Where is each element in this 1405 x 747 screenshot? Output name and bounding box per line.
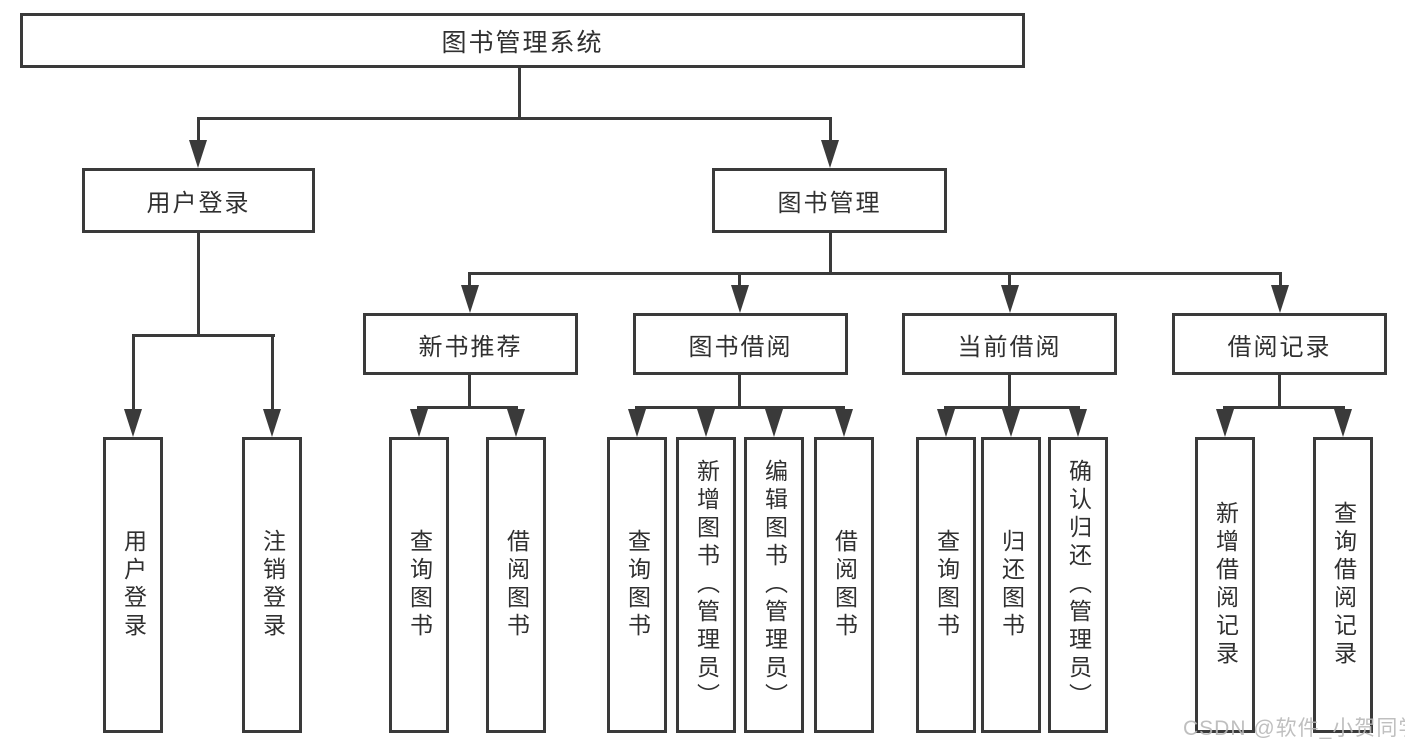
node-borrowing-records: 借阅记录 [1172, 313, 1387, 375]
connector-to-ul-login [132, 334, 135, 412]
arrowhead-icon [1271, 285, 1289, 313]
node-library-management-system: 图书管理系统 [20, 13, 1025, 68]
connector-borrow-records-stem [1278, 375, 1281, 408]
connector-to-new-book-rec [468, 272, 471, 287]
arrowhead-icon [507, 409, 525, 437]
connector-root-stem [518, 68, 521, 120]
connector-user-login-split [132, 334, 275, 337]
connector-to-current-borrow [1008, 272, 1011, 287]
node-query-books-rec: 查询图书 [389, 437, 449, 733]
connector-new-book-rec-stem [468, 375, 471, 408]
arrowhead-icon [1002, 409, 1020, 437]
connector-to-borrow-records [1279, 272, 1282, 287]
arrowhead-icon [189, 140, 207, 168]
node-borrow-books: 借阅图书 [814, 437, 874, 733]
arrowhead-icon [937, 409, 955, 437]
node-user-login-leaf: 用户登录 [103, 437, 163, 733]
node-borrow-books-rec: 借阅图书 [486, 437, 546, 733]
node-query-books-current: 查询图书 [916, 437, 976, 733]
node-book-management: 图书管理 [712, 168, 947, 233]
node-user-login: 用户登录 [82, 168, 315, 233]
node-logout: 注销登录 [242, 437, 302, 733]
csdn-watermark: CSDN @软件_小贺同学 [1183, 717, 1405, 740]
node-current-borrowing: 当前借阅 [902, 313, 1117, 375]
arrowhead-icon [731, 285, 749, 313]
arrowhead-icon [821, 140, 839, 168]
arrowhead-icon [1001, 285, 1019, 313]
connector-borrow-records-split [1223, 406, 1345, 409]
arrowhead-icon [1216, 409, 1234, 437]
connector-current-borrow-split [944, 406, 1080, 409]
connector-root-to-book-mgmt [829, 117, 832, 145]
arrowhead-icon [628, 409, 646, 437]
node-new-book-recommendation: 新书推荐 [363, 313, 578, 375]
connector-root-split [197, 117, 832, 120]
connector-book-mgmt-stem [829, 233, 832, 274]
arrowhead-icon [461, 285, 479, 313]
arrowhead-icon [124, 409, 142, 437]
connector-book-mgmt-split [468, 272, 1282, 275]
node-return-books: 归还图书 [981, 437, 1041, 733]
connector-new-book-rec-split [417, 406, 518, 409]
connector-book-borrow-stem [738, 375, 741, 408]
arrowhead-icon [410, 409, 428, 437]
connector-user-login-stem [197, 233, 200, 337]
arrowhead-icon [1334, 409, 1352, 437]
arrowhead-icon [697, 409, 715, 437]
node-add-borrow-record: 新增借阅记录 [1195, 437, 1255, 733]
arrowhead-icon [1069, 409, 1087, 437]
node-book-borrowing: 图书借阅 [633, 313, 848, 375]
node-confirm-return-admin: 确认归还（管理员） [1048, 437, 1108, 733]
arrowhead-icon [263, 409, 281, 437]
connector-to-ul-logout [271, 334, 274, 412]
arrowhead-icon [765, 409, 783, 437]
connector-root-to-user-login [197, 117, 200, 145]
connector-to-book-borrow [738, 272, 741, 287]
connector-current-borrow-stem [1008, 375, 1011, 408]
connector-book-borrow-split [635, 406, 845, 409]
node-edit-books-admin: 编辑图书（管理员） [744, 437, 804, 733]
node-query-borrow-record: 查询借阅记录 [1313, 437, 1373, 733]
node-add-books-admin: 新增图书（管理员） [676, 437, 736, 733]
arrowhead-icon [835, 409, 853, 437]
node-query-books-borrow: 查询图书 [607, 437, 667, 733]
